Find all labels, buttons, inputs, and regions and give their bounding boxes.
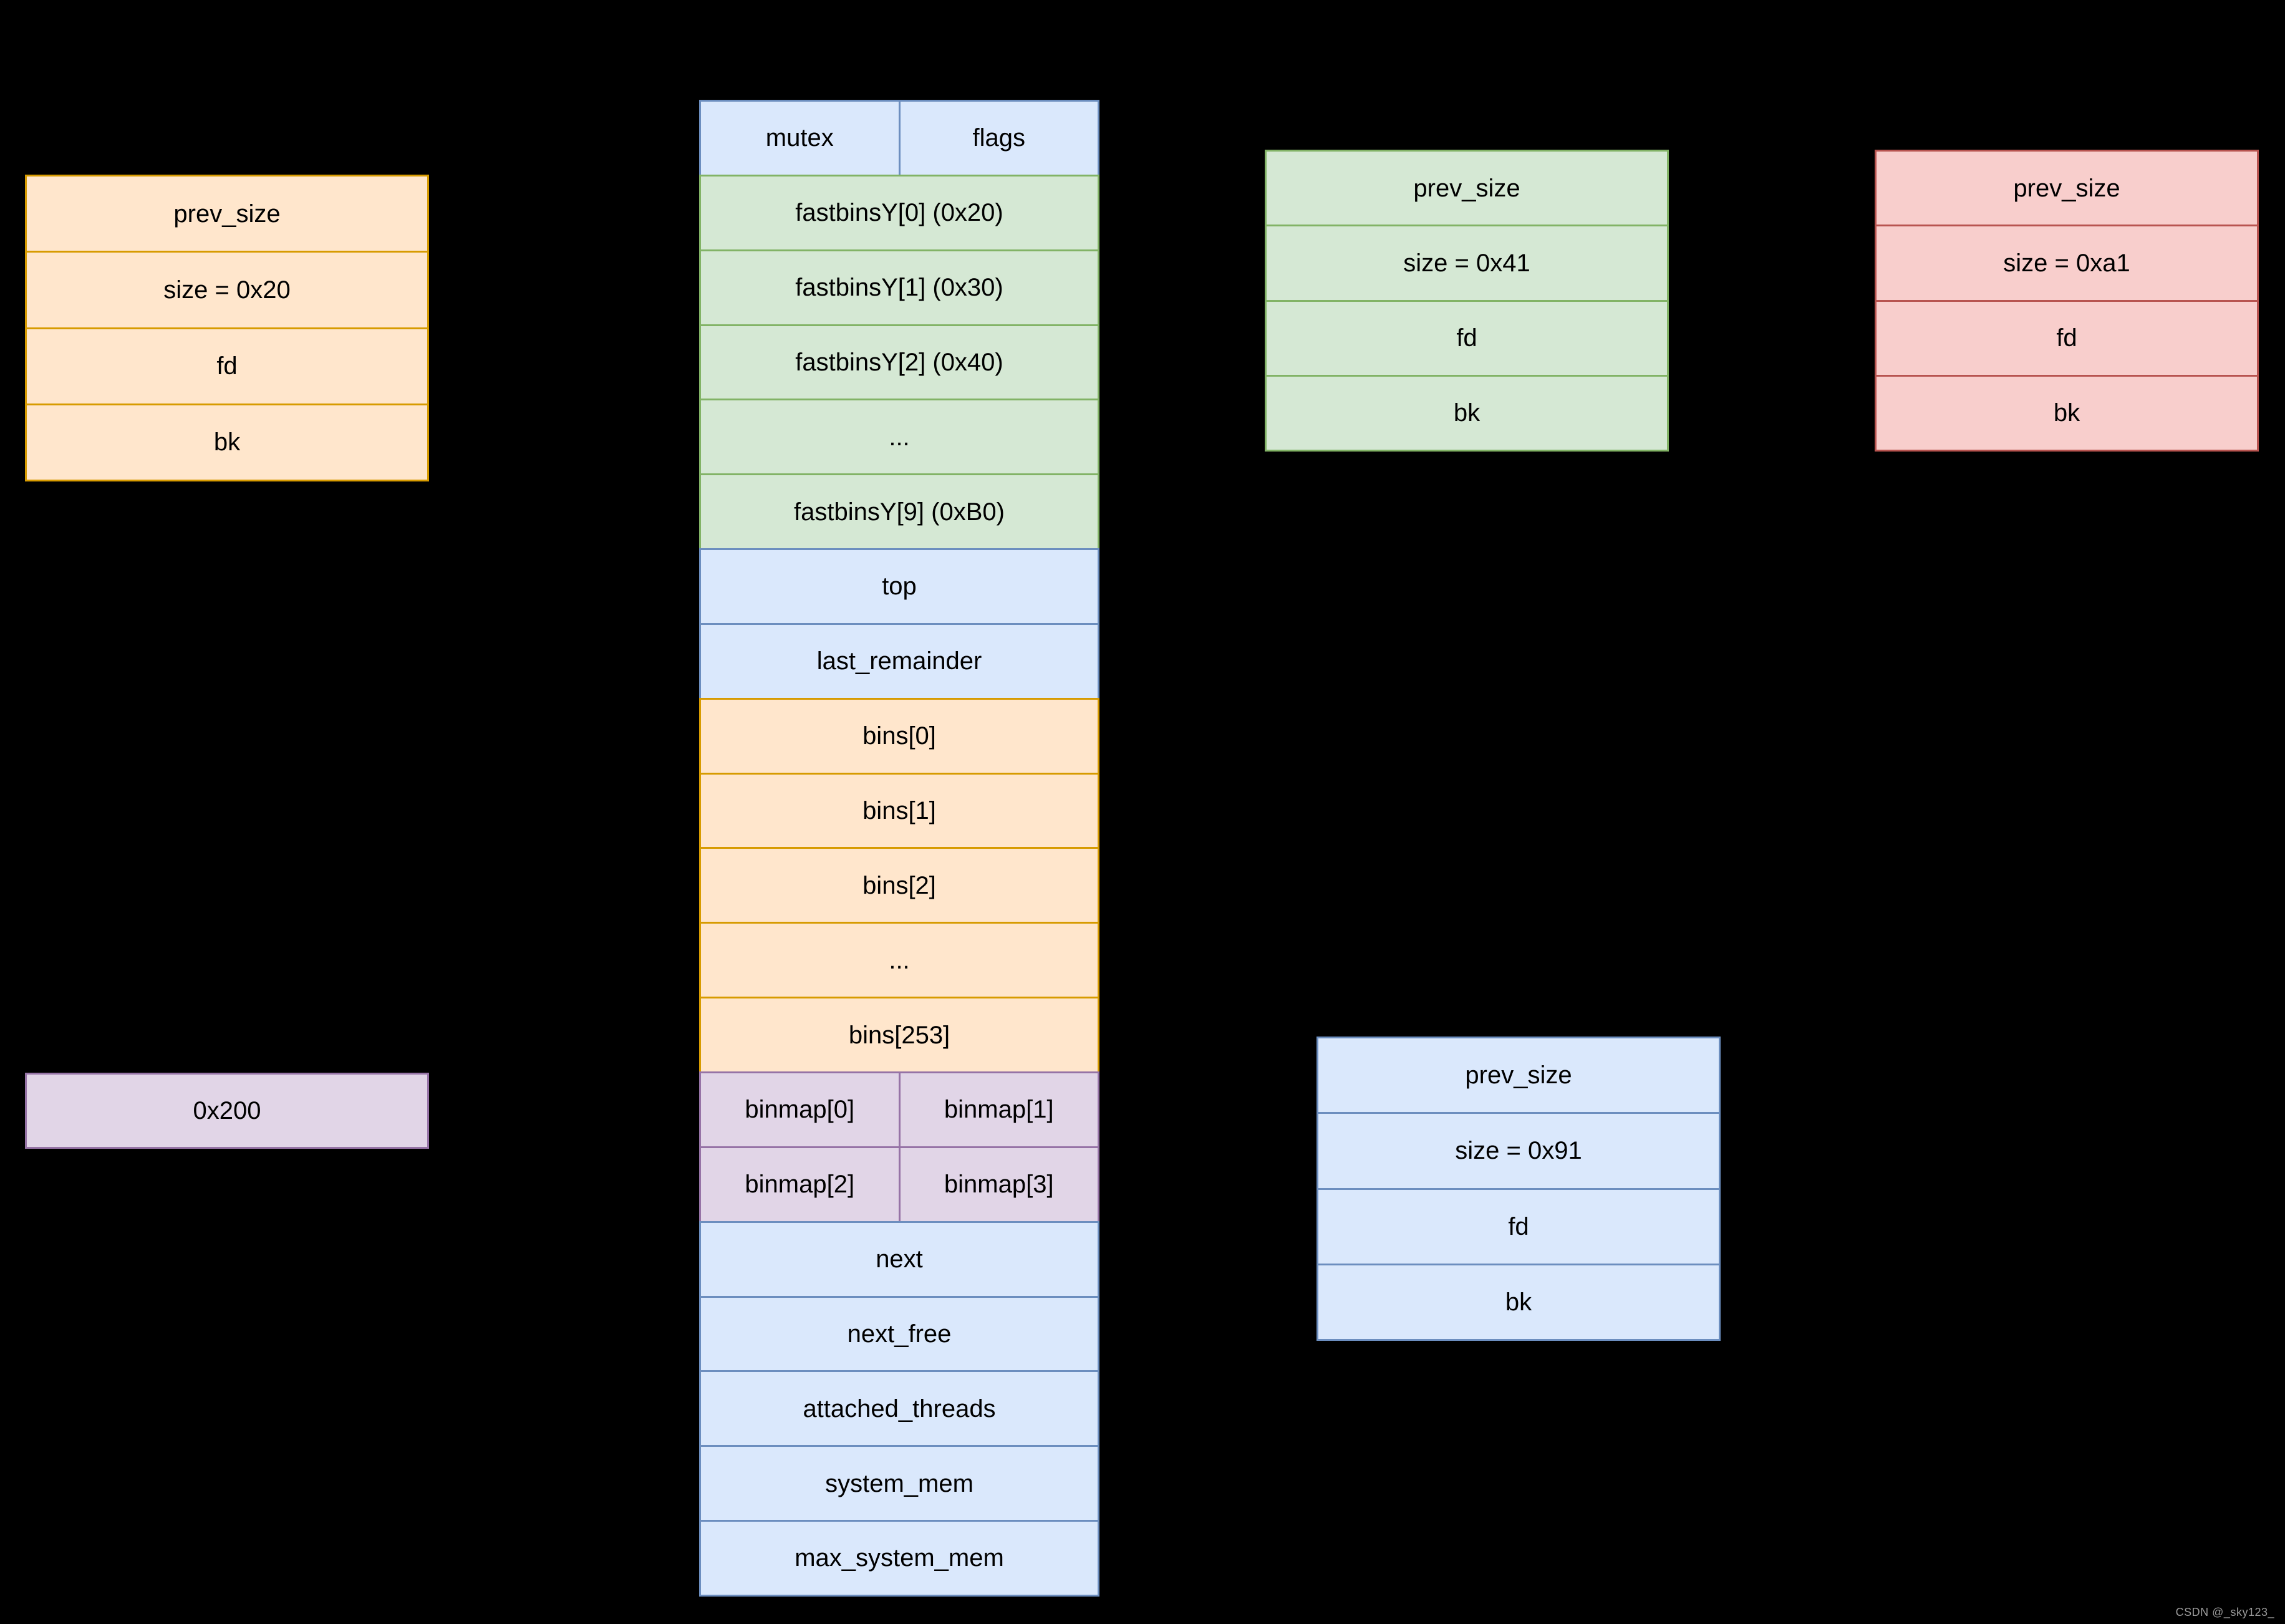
- struct-row: prev_size: [1316, 1037, 1721, 1113]
- struct-row: prev_size: [1875, 150, 2259, 225]
- struct-row: bk: [1875, 374, 2259, 452]
- struct-row: fastbinsY[1] (0x30): [699, 249, 1099, 324]
- struct-row: next_free: [699, 1295, 1099, 1371]
- struct-cell: binmap[2]: [745, 1171, 855, 1199]
- watermark-text: CSDN @_sky123_: [2175, 1606, 2274, 1618]
- struct-row: bk: [1265, 374, 1669, 452]
- struct-row: fd: [25, 327, 429, 404]
- free-size-bar-0x200: 0x200: [25, 1073, 429, 1149]
- struct-row: system_mem: [699, 1445, 1099, 1520]
- struct-row: size = 0x20: [25, 251, 429, 327]
- struct-row: fd: [1875, 299, 2259, 375]
- struct-cell: mutex: [765, 124, 834, 152]
- struct-row: size = 0x91: [1316, 1112, 1721, 1188]
- struct-row: size = 0x41: [1265, 225, 1669, 300]
- struct-row-split: binmap[2] binmap[3]: [699, 1146, 1099, 1221]
- struct-row: next: [699, 1220, 1099, 1296]
- struct-cell: binmap[0]: [745, 1096, 855, 1124]
- struct-row: attached_threads: [699, 1370, 1099, 1446]
- struct-row: size = 0xa1: [1875, 225, 2259, 300]
- struct-row: fastbinsY[2] (0x40): [699, 324, 1099, 399]
- struct-row: ...: [699, 922, 1099, 997]
- struct-row: fd: [1265, 299, 1669, 375]
- struct-row: bins[0]: [699, 697, 1099, 773]
- struct-row: prev_size: [1265, 150, 1669, 225]
- struct-row-split: mutex flags: [699, 100, 1099, 175]
- struct-cell: binmap[1]: [898, 1073, 1098, 1146]
- struct-row: fd: [1316, 1187, 1721, 1264]
- struct-row: ...: [699, 399, 1099, 474]
- struct-row: 0x200: [25, 1073, 429, 1149]
- struct-row: bins[253]: [699, 997, 1099, 1071]
- struct-row: prev_size: [25, 175, 429, 251]
- struct-row: bk: [1316, 1263, 1721, 1341]
- struct-row: max_system_mem: [699, 1520, 1099, 1597]
- struct-row: bk: [25, 403, 429, 481]
- struct-row: top: [699, 548, 1099, 623]
- struct-cell: flags: [898, 102, 1098, 175]
- struct-row: last_remainder: [699, 622, 1099, 698]
- struct-row: bins[2]: [699, 847, 1099, 922]
- struct-row: fastbinsY[9] (0xB0): [699, 473, 1099, 549]
- struct-row-split: binmap[0] binmap[1]: [699, 1071, 1099, 1146]
- struct-row: fastbinsY[0] (0x20): [699, 174, 1099, 249]
- struct-row: bins[1]: [699, 772, 1099, 848]
- struct-cell: binmap[3]: [898, 1148, 1098, 1221]
